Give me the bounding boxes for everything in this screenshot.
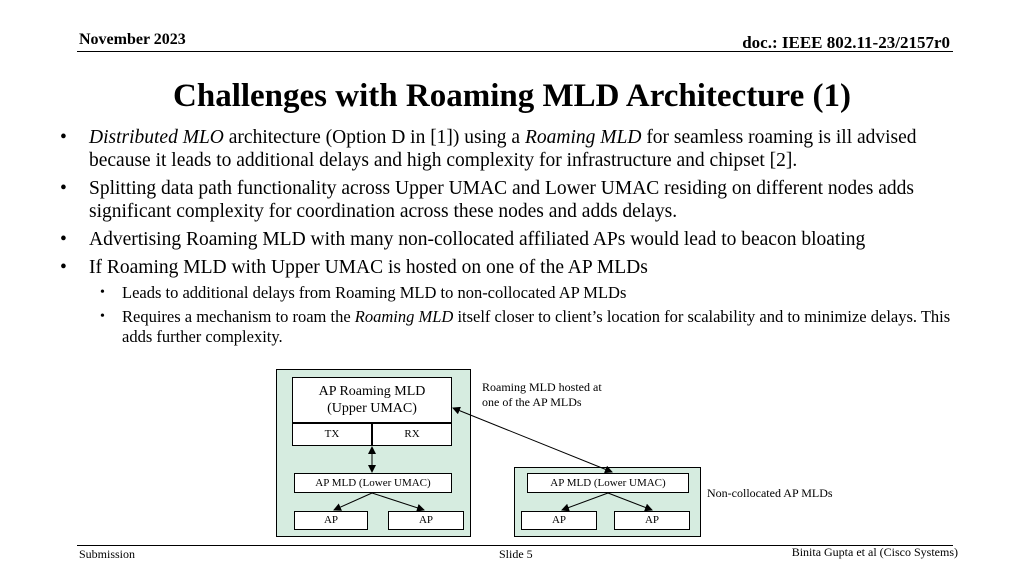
footer-author: Binita Gupta et al (Cisco Systems) [791,545,958,559]
bullet-data-path: • Splitting data path functionality acro… [60,177,960,223]
bullet-text: Leads to additional delays from Roaming … [122,283,627,302]
footer-submission: Submission [79,547,136,561]
bullet-glyph: • [60,257,67,278]
roaming-mld-line2: (Upper UMAC) [327,401,417,416]
bullet-glyph: • [60,127,67,148]
right-ap-box-2: AP [614,511,690,530]
bullet-text: Requires a mechanism to roam the [122,307,355,326]
left-ap-box-1: AP [294,511,368,530]
header-divider [77,51,953,52]
roaming-mld-box: AP Roaming MLD (Upper UMAC) [292,377,452,423]
footer-divider [77,545,953,546]
left-ap-box-2: AP [388,511,464,530]
bullet-text-italic: Roaming MLD [524,127,642,148]
bullet-glyph: • [60,229,67,250]
note-hosted: Roaming MLD hosted at one of the AP MLDs [482,380,602,410]
header-doc-id: doc.: IEEE 802.11-23/2157r0 [742,33,950,52]
note-noncollocated: Non-collocated AP MLDs [707,486,833,500]
left-ap-mld-box: AP MLD (Lower UMAC) [294,473,452,493]
note-hosted-line1: Roaming MLD hosted at [482,380,602,394]
roaming-mld-line1: AP Roaming MLD [318,384,426,399]
sub-bullet-delays: • Leads to additional delays from Roamin… [89,283,960,303]
sub-bullet-roam-mechanism: • Requires a mechanism to roam the Roami… [89,307,960,347]
right-ap-mld-box: AP MLD (Lower UMAC) [527,473,689,493]
footer-slide-number: Slide 5 [499,547,533,561]
bullet-text-italic: Roaming MLD [354,307,454,326]
bullet-glyph: • [60,178,67,199]
bullet-text: for seamless roaming is ill advised beca… [89,127,917,171]
note-hosted-line2: one of the AP MLDs [482,395,582,409]
rx-box: RX [372,423,452,446]
bullet-distributed-mlo: • Distributed MLO architecture (Option D… [60,126,960,172]
bullet-list: • Distributed MLO architecture (Option D… [60,126,960,352]
arrow-roaming-mld-to-remote [452,406,613,474]
bullet-text: Advertising Roaming MLD with many non-co… [89,229,866,250]
right-ap-box-1: AP [521,511,597,530]
tx-box: TX [292,423,372,446]
bullet-text: If Roaming MLD with Upper UMAC is hosted… [89,257,648,278]
bullet-glyph: • [100,309,105,324]
bullet-text: itself closer to client’s location for s… [122,307,951,346]
bullet-beacon-bloating: • Advertising Roaming MLD with many non-… [60,228,960,251]
bullet-text: Splitting data path functionality across… [89,178,914,222]
sub-bullet-list: • Leads to additional delays from Roamin… [89,283,960,347]
slide-title: Challenges with Roaming MLD Architecture… [173,78,851,114]
bullet-text: architecture (Option D in [1]) using a [223,127,525,148]
bullet-hosted-roaming-mld: • If Roaming MLD with Upper UMAC is host… [60,256,960,347]
header-date: November 2023 [79,31,186,48]
bullet-glyph: • [100,285,105,300]
bullet-text-italic: Distributed MLO [89,127,224,148]
